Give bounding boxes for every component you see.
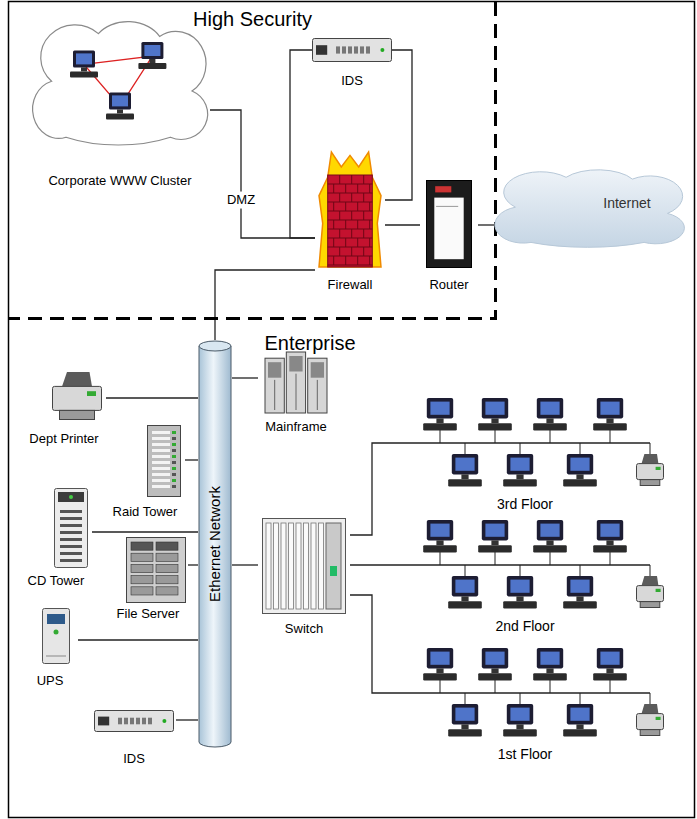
ups: UPS [22, 608, 78, 698]
node-label: Dept Printer [29, 432, 98, 447]
mainframe-icon [264, 352, 328, 414]
cluster-icon [30, 14, 210, 154]
network-bus: Ethernet Network [198, 340, 232, 748]
sw-icon [262, 518, 346, 614]
frame-border [9, 2, 695, 818]
network-link [350, 443, 400, 535]
firewall: Firewall [315, 152, 385, 298]
network-link [350, 564, 400, 565]
network-link [185, 459, 198, 460]
switch: Switch [258, 518, 350, 643]
printer-icon [52, 372, 102, 420]
network-link [385, 224, 420, 225]
server-cluster: Corporate WWW Cluster [30, 14, 210, 194]
network-link [188, 564, 198, 565]
file-server: File Server [108, 537, 188, 627]
floor-icon [400, 520, 685, 615]
node-label: 2nd Floor [495, 618, 554, 634]
network-link [232, 564, 258, 565]
node-label: CD Tower [28, 574, 85, 589]
node-label: Corporate WWW Cluster [48, 174, 191, 189]
security-zone: High SecurityCorporate WWW Cluster IDS Fir… [8, 2, 497, 320]
node-label: Enterprise [264, 332, 355, 355]
network-link [215, 270, 315, 340]
floor-lan: 1st Floor [400, 648, 685, 768]
router-icon [426, 180, 472, 268]
node-label: Internet [603, 195, 650, 211]
network-link [290, 50, 315, 238]
cd-icon [54, 488, 88, 568]
node-label: UPS [37, 674, 64, 689]
cd-tower: CD Tower [20, 488, 92, 592]
node-label: 3rd Floor [497, 496, 553, 512]
ids-icon [312, 38, 392, 62]
network-link [92, 531, 198, 532]
network-link [176, 719, 198, 720]
mainframe: Mainframe [258, 352, 334, 440]
link-label: DMZ [224, 192, 258, 209]
floor-lan: 3rd Floor [400, 398, 685, 518]
cloud2-icon [492, 165, 687, 253]
ups-icon [42, 608, 70, 664]
printer: Dept Printer [22, 372, 106, 458]
network-link [385, 50, 412, 200]
node-label: IDS [341, 74, 363, 89]
node-label: Firewall [328, 278, 373, 293]
ids-appliance: IDS [312, 38, 392, 94]
network-link [210, 110, 315, 238]
node-label: Router [429, 278, 468, 293]
node-label: 1st Floor [498, 746, 552, 762]
server-icon [126, 537, 186, 603]
node-label: File Server [117, 607, 180, 622]
node-label: Mainframe [265, 420, 326, 435]
ids-appliance: IDS [92, 706, 176, 776]
floor-icon [400, 648, 685, 743]
node-label: Switch [285, 622, 323, 637]
raid-tower: Raid Tower [105, 425, 185, 525]
raid-icon [147, 425, 181, 497]
network-link [350, 595, 400, 693]
node-label: High Security [193, 8, 312, 31]
node-label: IDS [123, 752, 145, 767]
router: Router [420, 180, 478, 298]
floor-icon [400, 398, 685, 493]
node-label: Raid Tower [113, 505, 178, 520]
network-link [106, 397, 198, 398]
enterprise-zone: EnterpriseEthernet Network Dept Printer Ma… [8, 320, 695, 817]
network-link [78, 639, 198, 640]
node-label: Ethernet Network [206, 486, 223, 602]
network-link [232, 377, 258, 378]
internet-cloud: Internet [492, 165, 687, 253]
ids-icon [94, 710, 174, 732]
firewall-icon [319, 152, 381, 267]
floor-lan: 2nd Floor [400, 520, 685, 640]
